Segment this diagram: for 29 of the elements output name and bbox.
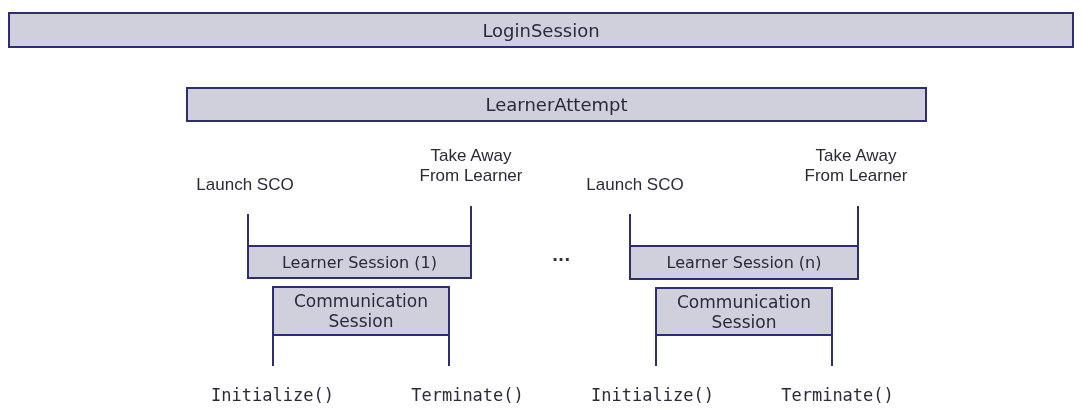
bracket-line <box>470 205 472 246</box>
bracket-line <box>857 205 859 246</box>
bracket-line <box>272 335 274 367</box>
event-label: Launch SCO <box>586 175 684 195</box>
bracket-line <box>831 335 833 367</box>
session-bar <box>186 87 927 122</box>
bracket-line <box>629 213 631 246</box>
bracket-line <box>247 213 249 246</box>
session-name: LoginSession <box>482 19 600 41</box>
session-name: LearnerAttempt <box>485 94 628 115</box>
ellipsis-label: ... <box>552 246 571 265</box>
session-bar <box>8 12 1074 48</box>
bracket-line <box>448 335 450 367</box>
session-bar <box>272 286 450 336</box>
session-name: Learner Session (n) <box>666 253 822 272</box>
function-label: Terminate() <box>411 385 524 405</box>
event-label: Take Away From Learner <box>803 146 909 186</box>
session-bar <box>655 287 833 336</box>
bracket-line <box>655 335 657 367</box>
session-bar <box>629 245 859 280</box>
session-bar <box>247 245 472 279</box>
event-label: Take Away From Learner <box>418 146 524 186</box>
function-label: Initialize() <box>211 385 334 405</box>
session-name: Learner Session (1) <box>282 252 437 272</box>
session-name: Communication Session <box>676 291 812 332</box>
session-name: Communication Session <box>293 291 429 331</box>
event-label: Launch SCO <box>196 175 294 195</box>
function-label: Initialize() <box>591 385 714 405</box>
function-label: Terminate() <box>781 385 894 405</box>
